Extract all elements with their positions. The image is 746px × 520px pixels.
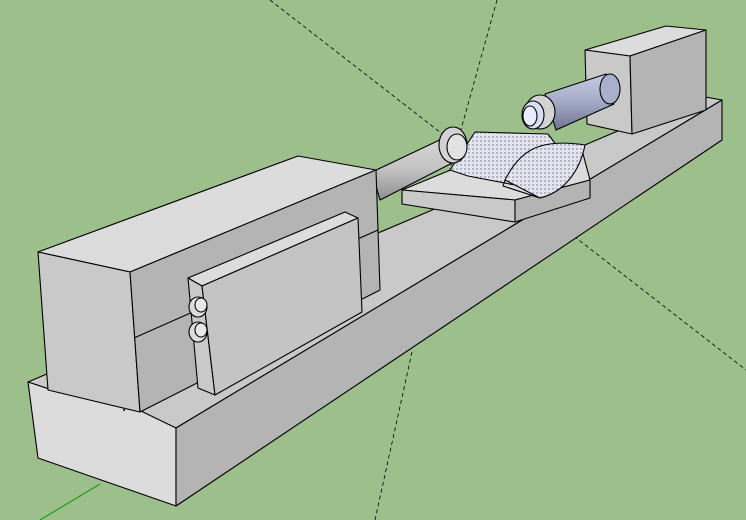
tail-collar[interactable] <box>521 94 556 130</box>
knob-upper[interactable] <box>188 296 208 318</box>
tail-rod[interactable] <box>544 73 621 131</box>
origin-dot <box>123 409 125 411</box>
axis-green-solid <box>39 483 101 520</box>
axis-vertical-dashed-bottom <box>374 351 413 520</box>
knob-lower[interactable] <box>188 321 208 343</box>
rod-collar[interactable] <box>438 126 468 164</box>
cutter-tool[interactable] <box>502 142 586 199</box>
tailstock[interactable] <box>584 25 707 135</box>
